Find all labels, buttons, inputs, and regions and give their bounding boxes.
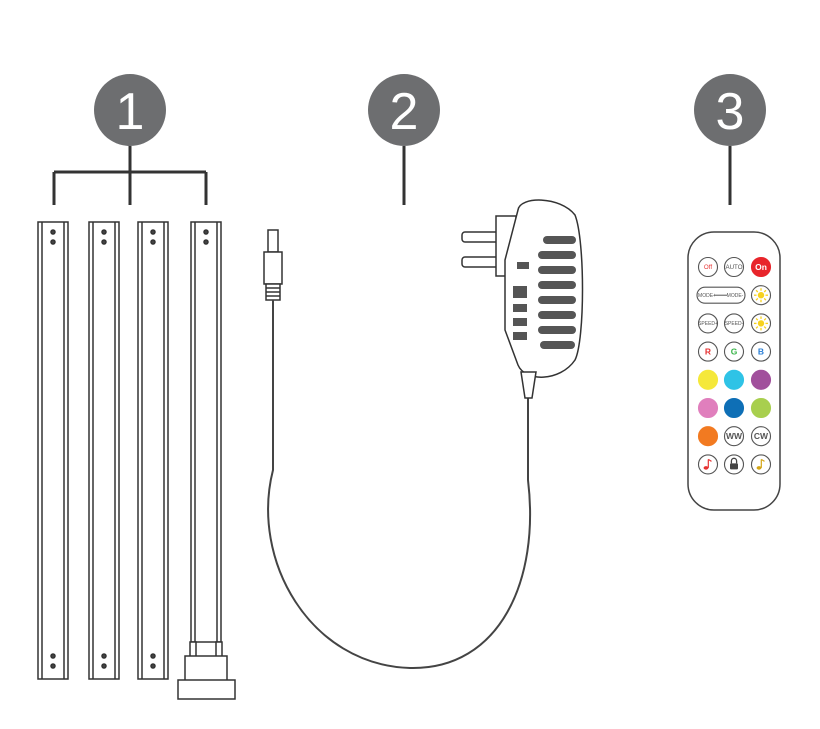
remote-button-2-2-label: MODE- xyxy=(727,293,744,299)
callout-2-number: 2 xyxy=(390,83,419,141)
remote-button-3-2[interactable]: SPEED- xyxy=(723,313,745,334)
remote-button-4-3-shape xyxy=(750,341,772,362)
adapter-vent-slots xyxy=(538,236,576,349)
remote-button-5-1[interactable] xyxy=(697,369,719,390)
remote-button-2-3[interactable] xyxy=(750,285,772,306)
adapter-side-ribs xyxy=(513,262,529,340)
callout-1-badge xyxy=(94,74,166,146)
remote-button-7-3[interactable]: CW xyxy=(750,426,772,447)
music-note-icon xyxy=(756,458,765,470)
remote-button-7-1[interactable] xyxy=(697,426,719,447)
remote-button-1-1[interactable]: Off xyxy=(697,256,719,278)
power-adapter xyxy=(263,199,584,670)
remote-button-4-2[interactable]: G xyxy=(723,341,745,362)
remote-button-7-1-shape xyxy=(697,426,719,447)
callout-2: 2 xyxy=(368,74,440,205)
remote-button-1-1-shape xyxy=(697,256,719,278)
remote-button-7-3-shape xyxy=(750,426,772,447)
remote-button-8-3[interactable] xyxy=(750,454,772,475)
callout-2-badge xyxy=(368,74,440,146)
remote-button-3-1-label: SPEED+ xyxy=(698,321,718,327)
light-bar-2 xyxy=(88,221,120,680)
remote-button-5-2-shape xyxy=(723,369,745,390)
callout-3: 3 xyxy=(694,74,766,205)
light-bar-1 xyxy=(37,221,69,680)
remote-button-3-2-shape xyxy=(723,313,745,334)
remote-button-2-1-label: MODE+ xyxy=(698,293,716,299)
brightness-icon xyxy=(754,288,768,303)
light-bar-4 xyxy=(190,221,222,643)
remote-button-4-2-label: G xyxy=(731,347,738,357)
remote-button-6-2[interactable] xyxy=(723,397,745,419)
remote-button-4-3-label: B xyxy=(758,347,764,357)
remote-button-7-3-label: CW xyxy=(754,431,769,441)
remote-button-4-1[interactable]: R xyxy=(697,341,719,362)
remote-button-4-3[interactable]: B xyxy=(750,341,772,362)
remote-button-3-2-label: SPEED- xyxy=(725,321,744,327)
remote-button-6-1[interactable] xyxy=(697,397,719,419)
remote-button-5-3[interactable] xyxy=(750,369,772,390)
remote-button-7-2-label: WW xyxy=(726,431,743,441)
remote-button-4-1-shape xyxy=(697,341,719,362)
callout-3-badge xyxy=(694,74,766,146)
lock-icon xyxy=(730,457,738,470)
remote-button-1-3[interactable]: On xyxy=(750,256,772,278)
dc-plug xyxy=(263,229,283,301)
remote-button-2-1[interactable]: MODE+ xyxy=(698,293,716,299)
remote-button-6-3[interactable] xyxy=(750,397,772,419)
remote-button-3-3[interactable] xyxy=(750,313,772,334)
music-note-icon xyxy=(703,458,712,470)
remote-button-5-2[interactable] xyxy=(723,369,745,390)
remote-button-5-1-shape xyxy=(697,369,719,390)
remote-button-8-1[interactable] xyxy=(697,454,719,475)
remote-button-1-2-label: AUTO xyxy=(725,264,742,271)
remote-button-5-3-shape xyxy=(750,369,772,390)
callout-1-bracket xyxy=(52,146,208,205)
remote-button-1-3-label: On xyxy=(755,262,767,272)
remote-button-4-1-label: R xyxy=(705,347,711,357)
remote-button-3-1-shape xyxy=(697,313,719,334)
remote-button-2-2[interactable]: MODE- xyxy=(727,293,744,299)
power-connector xyxy=(177,641,236,700)
remote-button-1-2-shape xyxy=(723,256,745,278)
remote-button-8-2[interactable] xyxy=(723,454,745,475)
remote-button-6-2-shape xyxy=(723,397,745,419)
remote-button-1-2[interactable]: AUTO xyxy=(723,256,745,278)
light-bars xyxy=(37,221,236,700)
remote-button-7-2[interactable]: WW xyxy=(723,426,745,447)
remote-button-1-1-label: Off xyxy=(704,264,712,271)
callout-1: 1 xyxy=(52,74,208,205)
adapter-strain-relief xyxy=(520,371,537,399)
remote-button-4-2-shape xyxy=(723,341,745,362)
remote-button-1-3-shape xyxy=(750,256,772,278)
remote-button-7-2-shape xyxy=(723,426,745,447)
adapter-cable xyxy=(267,300,532,670)
brightness-icon xyxy=(754,316,768,331)
callout-3-number: 3 xyxy=(716,83,745,141)
remote-button-6-3-shape xyxy=(750,397,772,419)
callout-1-number: 1 xyxy=(116,83,145,141)
remote-button-3-1[interactable]: SPEED+ xyxy=(697,313,719,334)
light-bar-3 xyxy=(137,221,169,680)
remote-button-6-1-shape xyxy=(697,397,719,419)
